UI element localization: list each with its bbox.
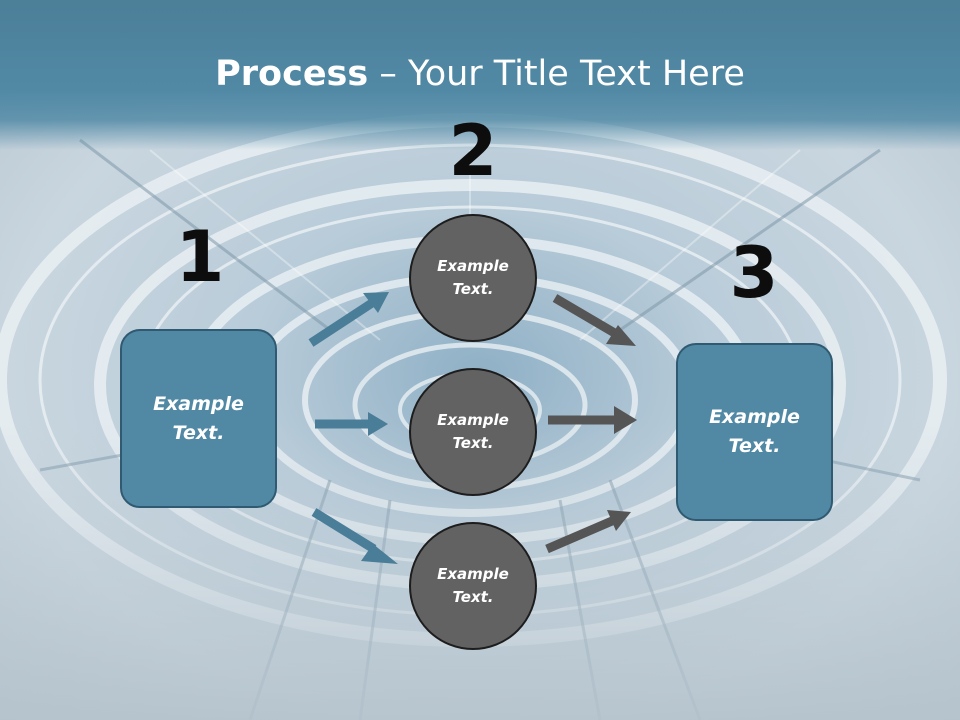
circle-top-line1: Example: [437, 257, 509, 275]
circle-bottom-line2: Text.: [452, 588, 494, 606]
slide-title: Process – Your Title Text Here: [0, 52, 960, 96]
step-number-1: 1: [175, 216, 225, 298]
right-box-line2: Text.: [728, 435, 781, 457]
right-box-line1: Example: [709, 406, 800, 428]
step-number-2: 2: [448, 110, 498, 192]
circle-middle-line1: Example: [437, 411, 509, 429]
step-number-3: 3: [729, 232, 779, 314]
left-box-line1: Example: [153, 392, 244, 415]
title-rest: – Your Title Text Here: [368, 54, 745, 94]
left-box-line2: Text.: [172, 421, 225, 444]
circle-top-line2: Text.: [452, 280, 494, 298]
circle-bottom-line1: Example: [437, 565, 509, 583]
title-bar: [0, 0, 960, 150]
title-bold: Process: [215, 54, 369, 94]
circle-middle-line2: Text.: [452, 434, 494, 452]
